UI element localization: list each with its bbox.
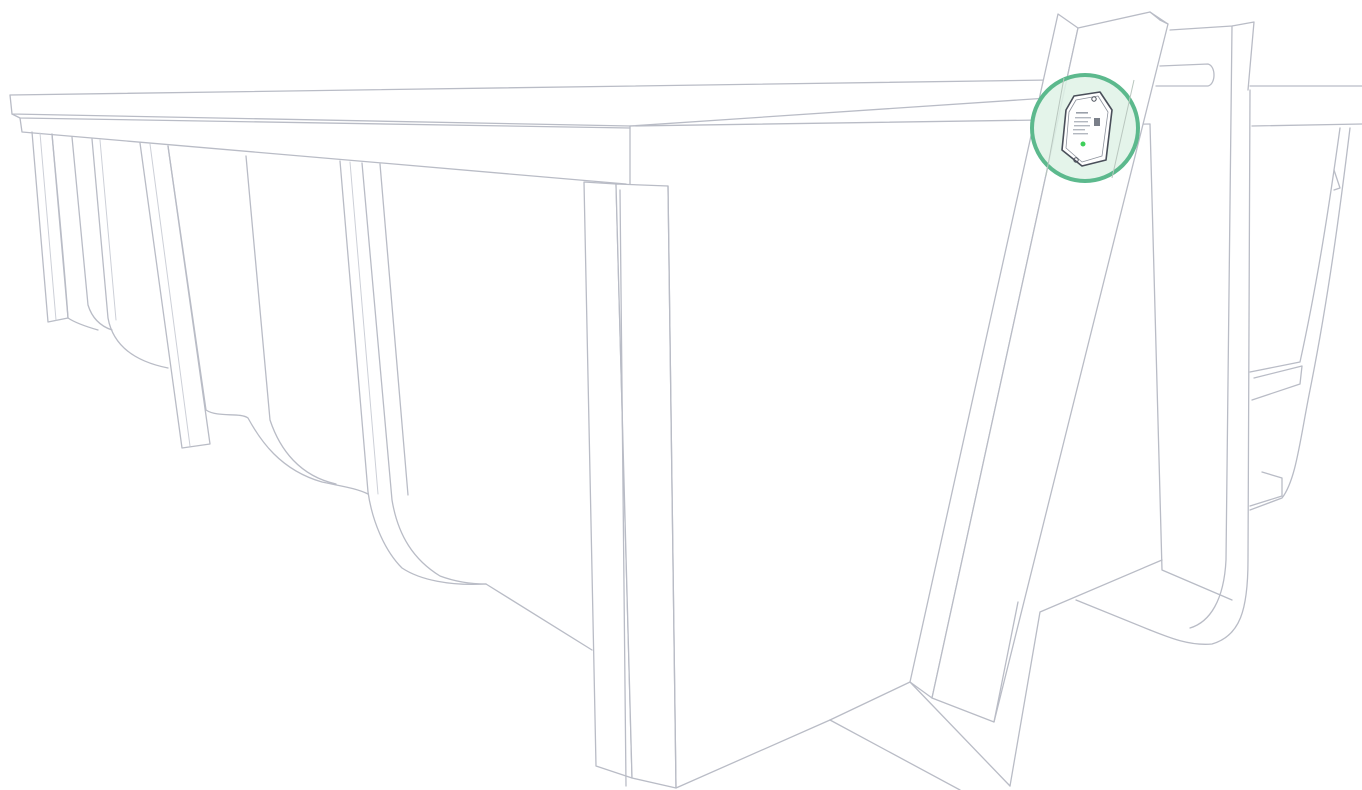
dumpster-top-rim (9, 79, 1051, 185)
dumpster-side-ribs (31, 131, 593, 651)
dumpster-hook-frame (1075, 21, 1362, 645)
dumpster-corner-post (583, 181, 677, 789)
sensor-device-icon (1061, 91, 1113, 167)
sensor-highlight[interactable] (1030, 73, 1140, 183)
dumpster-lift-rail (829, 11, 1169, 790)
